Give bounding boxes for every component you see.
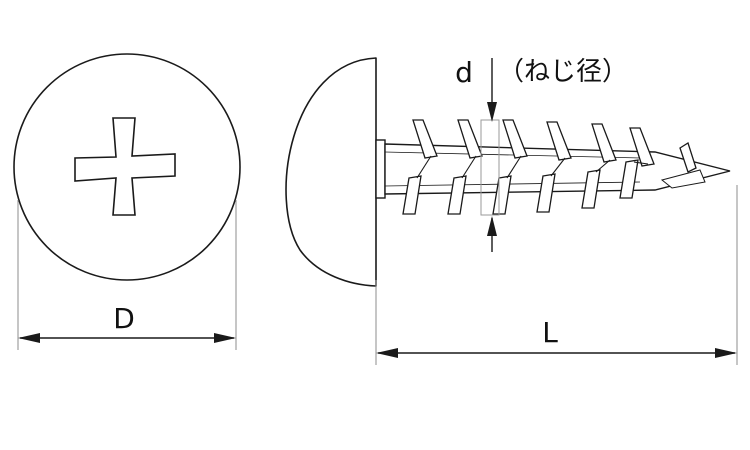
dome-head: [285, 57, 377, 287]
phillips-cross-icon: [74, 117, 176, 216]
label-L: L: [542, 316, 558, 349]
tip-thread-lower: [660, 169, 706, 189]
thread-helix-line: [506, 155, 522, 179]
thread-band: [480, 119, 500, 216]
thread-flight-lower: [619, 159, 639, 199]
arrowhead-L-left: [376, 348, 398, 358]
label-D: D: [113, 302, 135, 335]
head-top-view: [13, 53, 241, 281]
thread-flight-upper: [412, 119, 438, 159]
thread-flight-upper: [629, 127, 655, 167]
thread-flight-lower: [536, 173, 556, 213]
dimension-D: D: [17, 200, 237, 350]
tip-thread: [679, 142, 697, 173]
label-thread-diameter-note: （ねじ径）: [498, 57, 628, 87]
thread-helix-line: [633, 161, 649, 165]
arrowhead-right: [214, 333, 236, 343]
thread-flight-lower: [492, 175, 512, 215]
thread-helix-line: [595, 159, 611, 173]
screw-side-view: [285, 57, 731, 287]
thread-flight-upper: [457, 119, 483, 159]
thread-flight-upper: [502, 119, 528, 159]
dimension-d: d （ねじ径）: [455, 56, 628, 252]
thread-helix-line: [461, 155, 477, 179]
arrowhead-left: [18, 333, 40, 343]
thread-flight-lower: [447, 175, 467, 215]
thread-flight-upper: [546, 121, 572, 161]
thread-flight-lower: [402, 175, 422, 215]
thread-flight-lower: [581, 169, 601, 209]
dimension-L: L: [375, 185, 738, 365]
label-d: d: [455, 56, 473, 89]
thread-helix-line: [550, 157, 566, 177]
thread-flights: [402, 119, 655, 215]
d-arrow-down: [487, 102, 497, 122]
collar: [375, 139, 386, 199]
arrowhead-L-right: [715, 348, 737, 358]
d-arrow-up: [487, 216, 497, 236]
thread-flight-upper: [591, 123, 617, 163]
thread-helix-line: [416, 155, 432, 179]
